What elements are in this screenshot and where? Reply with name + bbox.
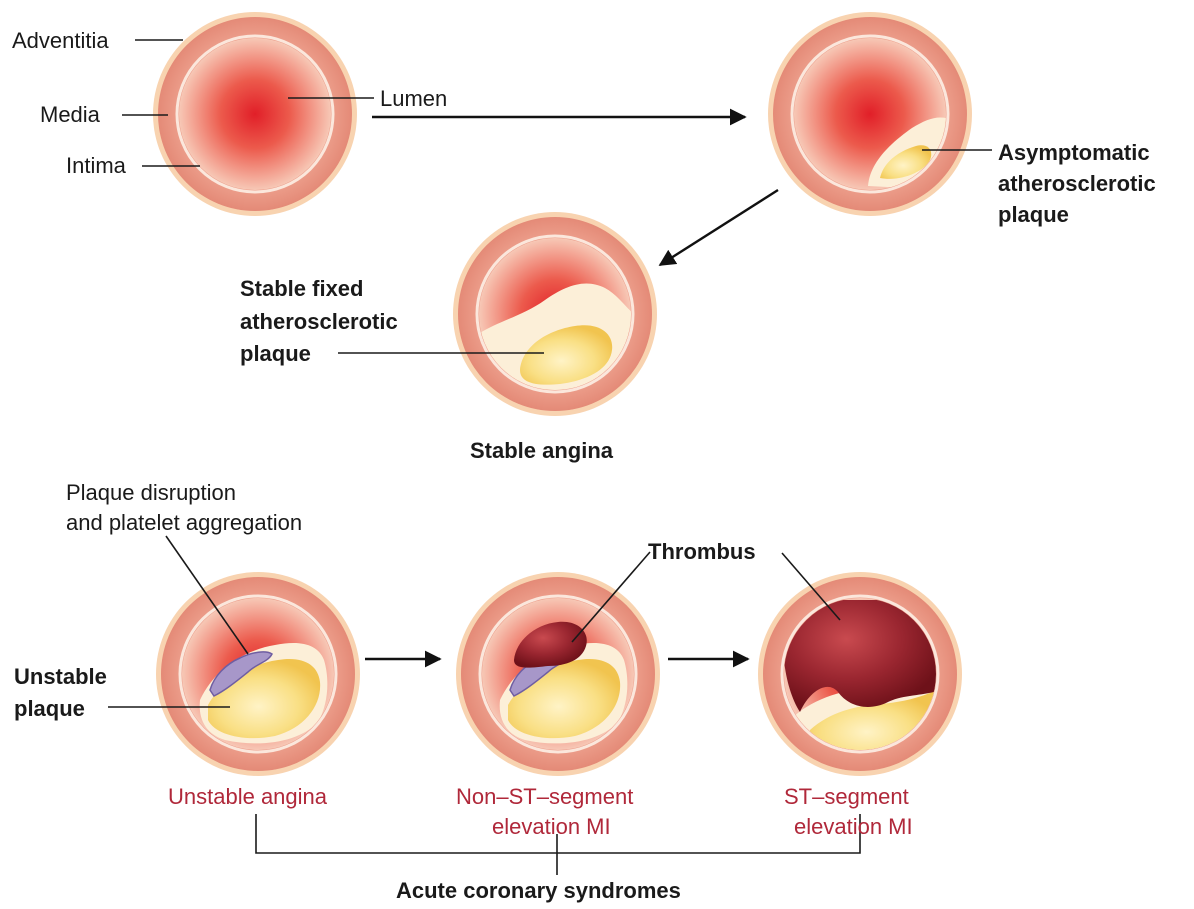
label-unstable-plaque-line1: Unstable [14,664,107,689]
label-unstable-angina: Unstable angina [168,784,328,809]
label-stable-angina: Stable angina [470,438,614,463]
label-acute-coronary-syndromes: Acute coronary syndromes [396,878,681,903]
label-nstemi-line2: elevation MI [492,814,611,839]
label-nstemi-line1: Non–ST–segment [456,784,633,809]
vessel-stable [453,212,657,416]
vessel-nstemi [456,572,660,776]
label-media: Media [40,102,101,127]
label-adventitia: Adventitia [12,28,109,53]
label-stable-fixed-line2: atherosclerotic [240,309,398,334]
label-asymptomatic-line2: atherosclerotic [998,171,1156,196]
vessel-stemi [758,572,962,776]
vessel-asymptomatic [768,12,972,216]
label-asymptomatic-line3: plaque [998,202,1069,227]
arrow-asymptomatic-to-stable [660,190,778,265]
label-stemi-line2: elevation MI [794,814,913,839]
label-unstable-plaque-line2: plaque [14,696,85,721]
label-stemi-line1: ST–segment [784,784,909,809]
vessel-normal [153,12,357,216]
label-lumen: Lumen [380,86,447,111]
lumen [179,38,331,190]
label-thrombus: Thrombus [648,539,756,564]
label-intima: Intima [66,153,127,178]
label-stable-fixed-line3: plaque [240,341,311,366]
label-disruption-line1: Plaque disruption [66,480,236,505]
label-asymptomatic-line1: Asymptomatic [998,140,1150,165]
vessel-unstable [156,572,360,776]
label-disruption-line2: and platelet aggregation [66,510,302,535]
label-stable-fixed-line1: Stable fixed [240,276,363,301]
